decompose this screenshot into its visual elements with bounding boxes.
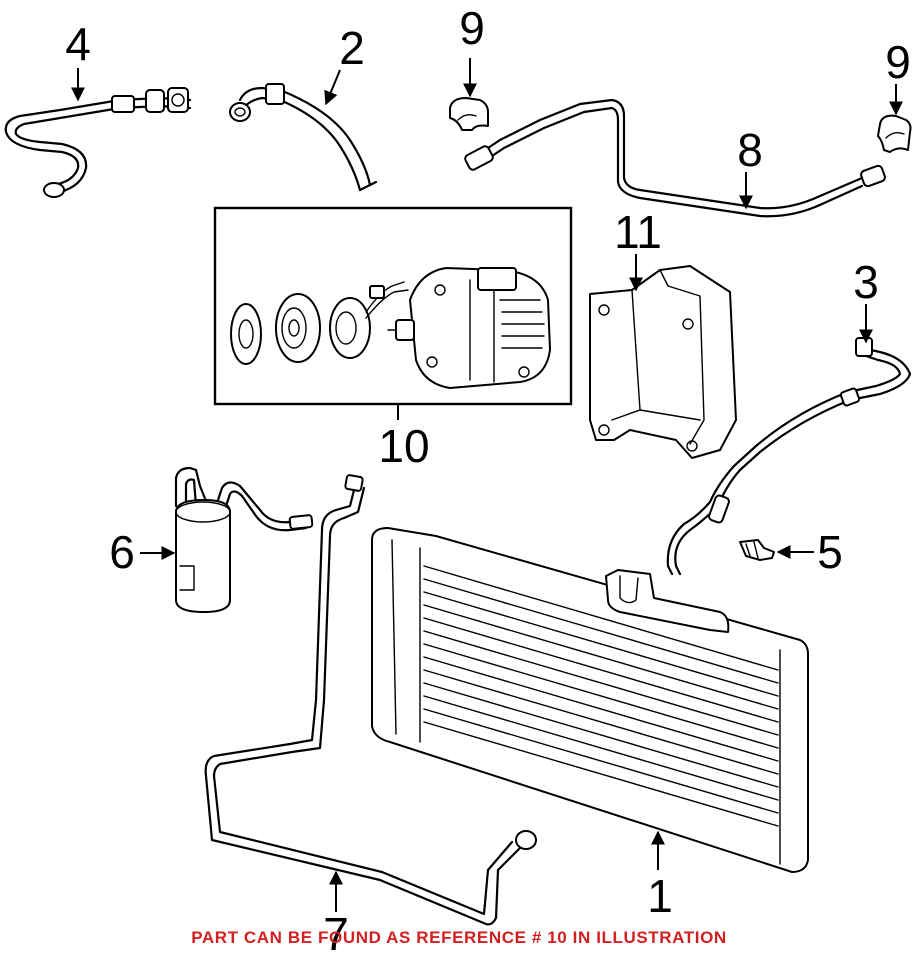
- callout-5: 5: [817, 526, 843, 578]
- condenser-fin: [423, 617, 779, 723]
- condenser-fin: [423, 630, 779, 736]
- callout-10: 10: [378, 420, 429, 472]
- hose-part-4: [4, 87, 192, 198]
- condenser-fin: [423, 682, 779, 788]
- callout-3: 3: [853, 256, 879, 308]
- seal-part-9b: [877, 114, 912, 153]
- callout-arrows: [71, 58, 903, 912]
- callout-9b: 9: [885, 36, 911, 88]
- reference-note: PART CAN BE FOUND AS REFERENCE # 10 IN I…: [191, 928, 727, 947]
- condenser-fin: [423, 604, 779, 710]
- seal-part-9a: [449, 97, 489, 131]
- callout-2: 2: [339, 22, 365, 74]
- bracket-part-11: [589, 265, 737, 459]
- callout-1: 1: [647, 870, 673, 922]
- drier-part-6: [174, 466, 314, 613]
- callout-4: 4: [65, 18, 91, 70]
- callout-11: 11: [614, 206, 662, 258]
- bolt-part-5: [739, 539, 775, 561]
- callout-8: 8: [737, 124, 763, 176]
- condenser-fin: [423, 643, 779, 749]
- condenser-fin: [423, 565, 779, 671]
- line-part-7: [204, 474, 537, 926]
- condenser-fin: [423, 578, 779, 684]
- callout-6: 6: [109, 526, 135, 578]
- callout-7: 7: [323, 908, 349, 960]
- condenser-fin: [423, 708, 779, 814]
- condenser-part-1: [371, 527, 809, 873]
- condenser-fin: [423, 721, 779, 827]
- hose-part-2: [229, 83, 378, 192]
- condenser-fin: [423, 656, 779, 762]
- condenser-fins: [423, 565, 779, 827]
- condenser-fin: [423, 591, 779, 697]
- condenser-fin: [423, 695, 779, 801]
- line-part-8: [464, 98, 886, 218]
- condenser-fin: [423, 669, 779, 775]
- compressor-part-10: [213, 206, 573, 406]
- callout-9a: 9: [459, 2, 485, 54]
